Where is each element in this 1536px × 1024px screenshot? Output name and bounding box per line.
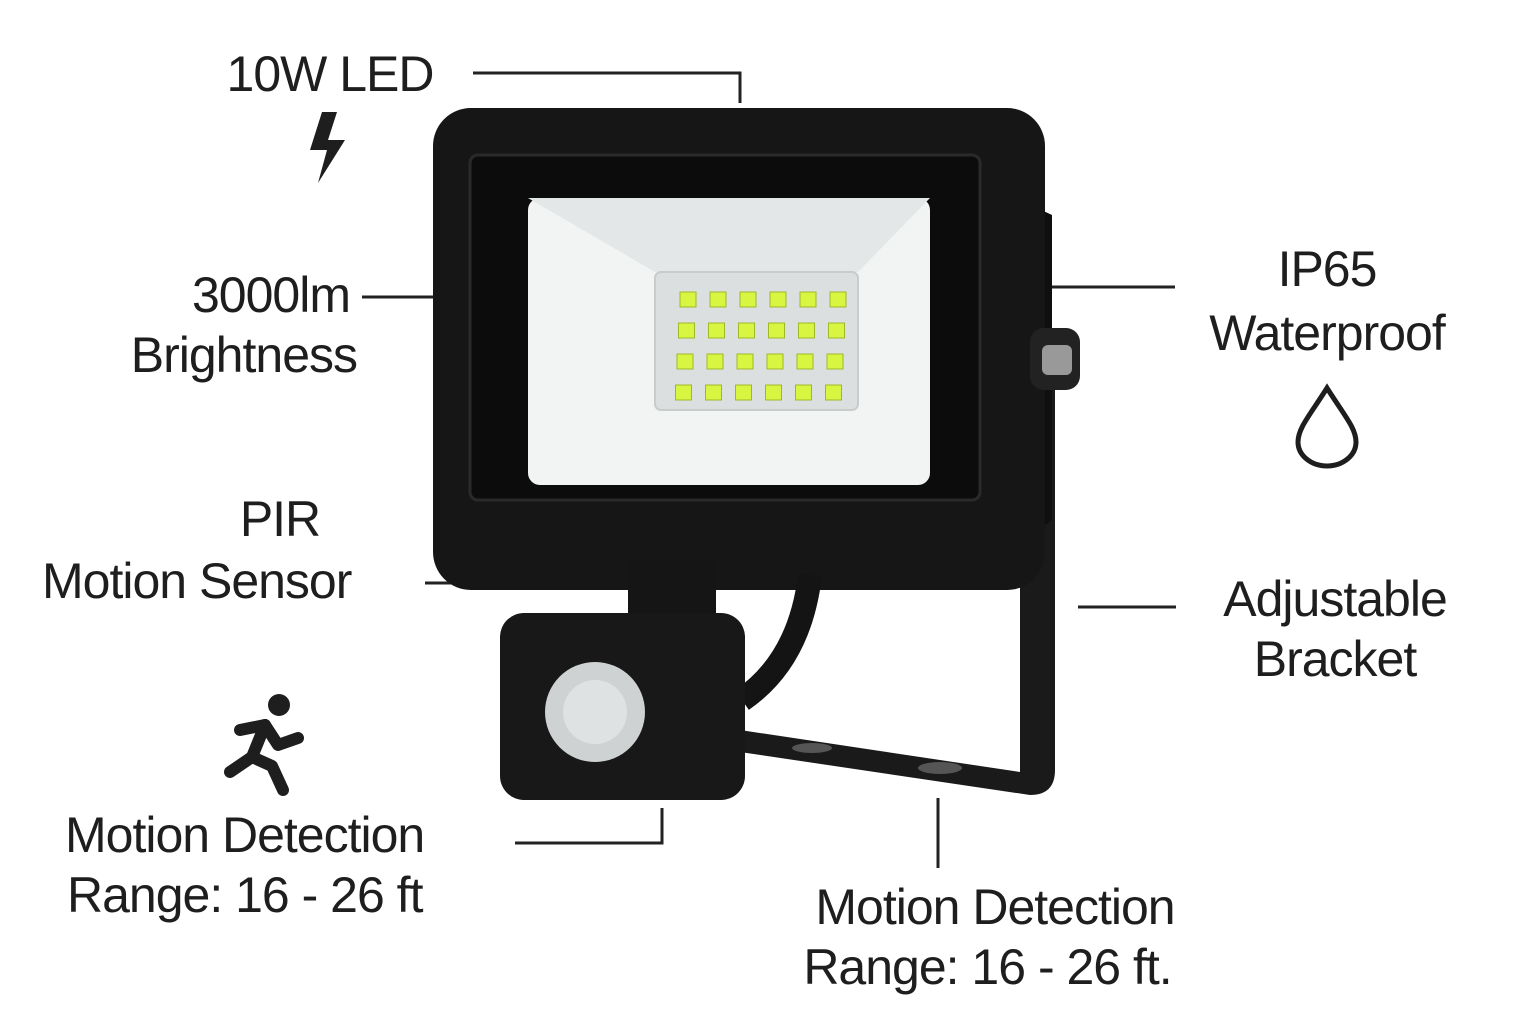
- led-chip: [676, 353, 694, 370]
- water-drop-icon: [1295, 383, 1359, 469]
- callout-ip-rating: IP65: [1277, 241, 1378, 297]
- callout-power-title: 10W LED: [226, 46, 435, 102]
- led-chip: [738, 322, 755, 339]
- led-chip: [765, 384, 782, 401]
- led-chip: [739, 291, 757, 308]
- led-chip: [825, 384, 842, 401]
- led-chip: [798, 322, 815, 339]
- callout-brightness-value: 3000lm: [192, 267, 351, 323]
- led-chip: [796, 353, 814, 370]
- callout-range-bottom-title: Motion Detection: [815, 879, 1175, 935]
- led-chip: [826, 353, 844, 370]
- led-chip: [705, 384, 722, 401]
- callout-brightness-label: Brightness: [130, 327, 358, 383]
- leader-line-power: [473, 71, 742, 103]
- led-chip: [679, 291, 697, 308]
- led-chip: [766, 353, 784, 370]
- led-chip: [675, 384, 692, 401]
- led-chip: [678, 322, 695, 339]
- callout-sensor-label: Motion Sensor: [42, 553, 352, 609]
- callout-bracket-line1: Adjustable: [1223, 571, 1448, 627]
- callout-sensor-type: PIR: [239, 491, 321, 547]
- pir-motion-sensor: [500, 560, 745, 800]
- led-chip: [736, 353, 754, 370]
- led-chip: [799, 291, 817, 308]
- callout-range-left-value: Range: 16 - 26 ft: [67, 867, 423, 923]
- callout-range-left-title: Motion Detection: [65, 807, 425, 863]
- led-chip: [735, 384, 752, 401]
- callout-waterproof-label: Waterproof: [1209, 305, 1445, 361]
- running-person-icon: [224, 694, 304, 796]
- lightning-icon: [310, 112, 345, 183]
- sensor-cable: [734, 573, 822, 710]
- led-chip: [829, 291, 847, 308]
- callout-bracket-line2: Bracket: [1253, 631, 1418, 687]
- led-array: [675, 291, 847, 401]
- led-chip: [769, 291, 787, 308]
- led-chip: [709, 291, 727, 308]
- callout-range-bottom-value: Range: 16 - 26 ft.: [803, 939, 1172, 995]
- led-chip: [795, 384, 812, 401]
- led-chip: [708, 322, 725, 339]
- leader-line-range-left: [515, 808, 664, 845]
- led-chip: [706, 353, 724, 370]
- floodlight-body: [433, 108, 1052, 590]
- led-chip: [768, 322, 785, 339]
- led-chip: [828, 322, 845, 339]
